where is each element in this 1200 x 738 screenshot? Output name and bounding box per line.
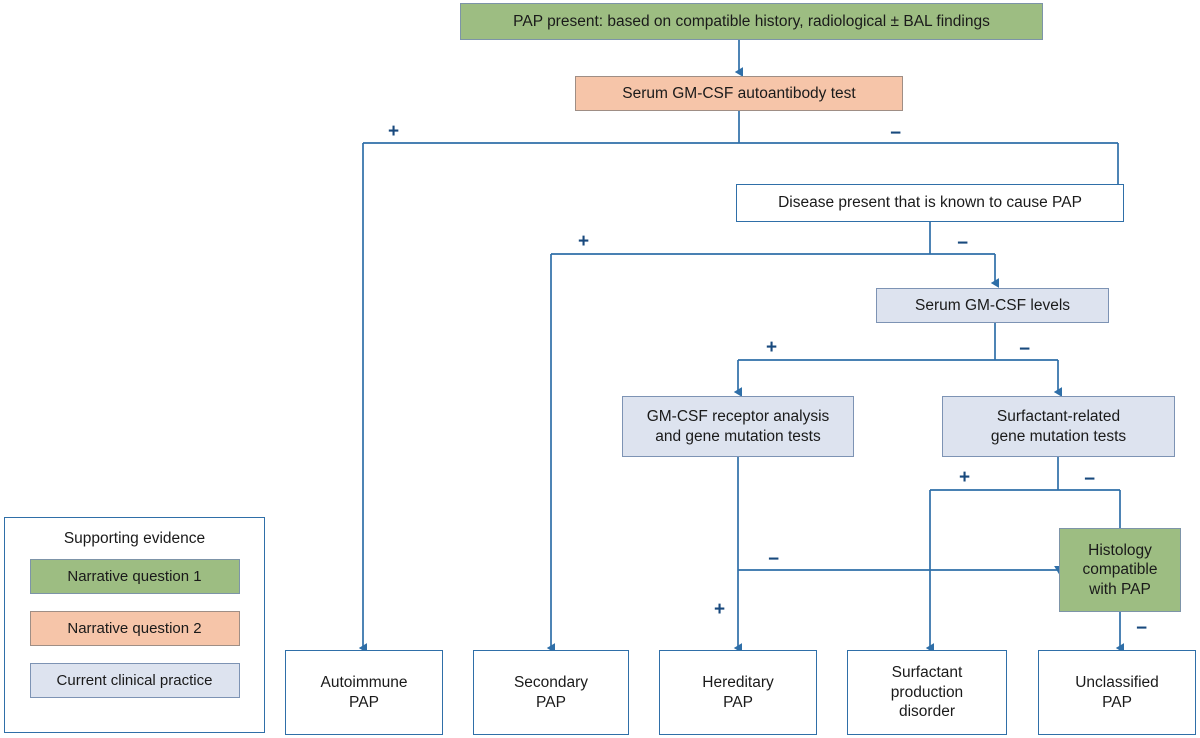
node-autoimmune-pap: Autoimmune PAP (285, 650, 443, 735)
node-hereditary-pap: Hereditary PAP (659, 650, 817, 735)
node-gmcsf-levels: Serum GM-CSF levels (876, 288, 1109, 323)
edge-label-receptor-positive: + (714, 599, 726, 620)
node-surfactant-gene-tests: Surfactant-related gene mutation tests (942, 396, 1175, 457)
legend-title: Supporting evidence (63, 530, 206, 547)
edge-label-surfactant-positive: + (959, 467, 971, 488)
node-disease-present: Disease present that is known to cause P… (736, 184, 1124, 222)
edge-label-surfactant-negative: − (1084, 469, 1096, 490)
node-pap-present: PAP present: based on compatible history… (460, 3, 1043, 40)
edge-label-disease-negative: − (957, 233, 969, 254)
node-gmcsf-receptor-analysis: GM-CSF receptor analysis and gene mutati… (622, 396, 854, 457)
node-secondary-pap: Secondary PAP (473, 650, 629, 735)
node-gmcsf-autoantibody-test: Serum GM-CSF autoantibody test (575, 76, 903, 111)
edge-label-levels-negative: − (1019, 339, 1031, 360)
edge-label-receptor-negative: − (768, 549, 780, 570)
edge-label-levels-positive: + (766, 337, 778, 358)
edge-label-autoantibody-negative: − (890, 123, 902, 144)
edge-label-histology-negative: − (1136, 618, 1148, 639)
node-unclassified-pap: Unclassified PAP (1038, 650, 1196, 735)
edge-label-autoantibody-positive: + (388, 121, 400, 142)
node-surfactant-production-disorder: Surfactant production disorder (847, 650, 1007, 735)
legend-item-narrative-question-2: Narrative question 2 (29, 611, 240, 646)
edge-label-disease-positive: + (578, 231, 590, 252)
legend-item-narrative-question-1: Narrative question 1 (29, 559, 240, 594)
legend-item-current-clinical-practice: Current clinical practice (29, 663, 240, 698)
legend-supporting-evidence: Supporting evidence Narrative question 1… (4, 517, 265, 733)
node-histology-compatible: Histology compatible with PAP (1059, 528, 1181, 612)
